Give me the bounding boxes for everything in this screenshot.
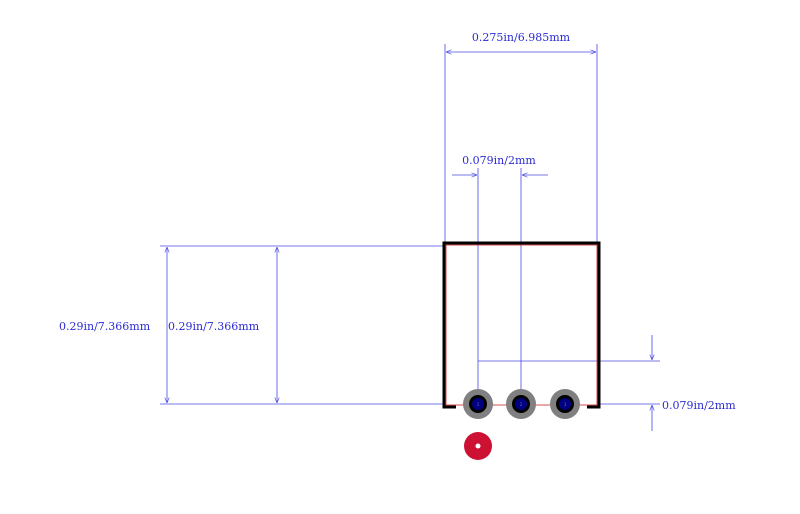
dimension-pitch-top: 0.079in/2mm <box>452 154 548 404</box>
pad-center <box>472 398 484 410</box>
dimension-pitch-right-label: 0.079in/2mm <box>662 399 736 412</box>
dimension-height: 0.29in/7.366mm 0.29in/7.366mm <box>59 245 445 405</box>
pad-center <box>515 398 527 410</box>
dimension-pitch-top-label: 0.079in/2mm <box>462 154 536 167</box>
pad-number: 1 <box>477 402 480 407</box>
pad-center <box>559 398 571 410</box>
pad-2: 2 <box>506 389 536 419</box>
pin1-marker <box>464 432 492 460</box>
pad-number: 2 <box>520 402 523 407</box>
dimension-width: 0.275in/6.985mm <box>444 31 598 243</box>
pin1-marker-center <box>475 443 481 449</box>
dimension-pitch-right: 0.079in/2mm <box>478 335 736 431</box>
component-outline <box>442 241 601 409</box>
outline-silkscreen <box>442 241 601 409</box>
pad-number: 3 <box>564 402 567 407</box>
pad-1: 1 <box>463 389 493 419</box>
outline-inner-red <box>445 244 598 406</box>
dimension-height-outer-label: 0.29in/7.366mm <box>59 320 151 333</box>
pad-3: 3 <box>550 389 580 419</box>
dimension-width-label: 0.275in/6.985mm <box>472 31 571 44</box>
dimension-height-inner-label: 0.29in/7.366mm <box>168 320 260 333</box>
